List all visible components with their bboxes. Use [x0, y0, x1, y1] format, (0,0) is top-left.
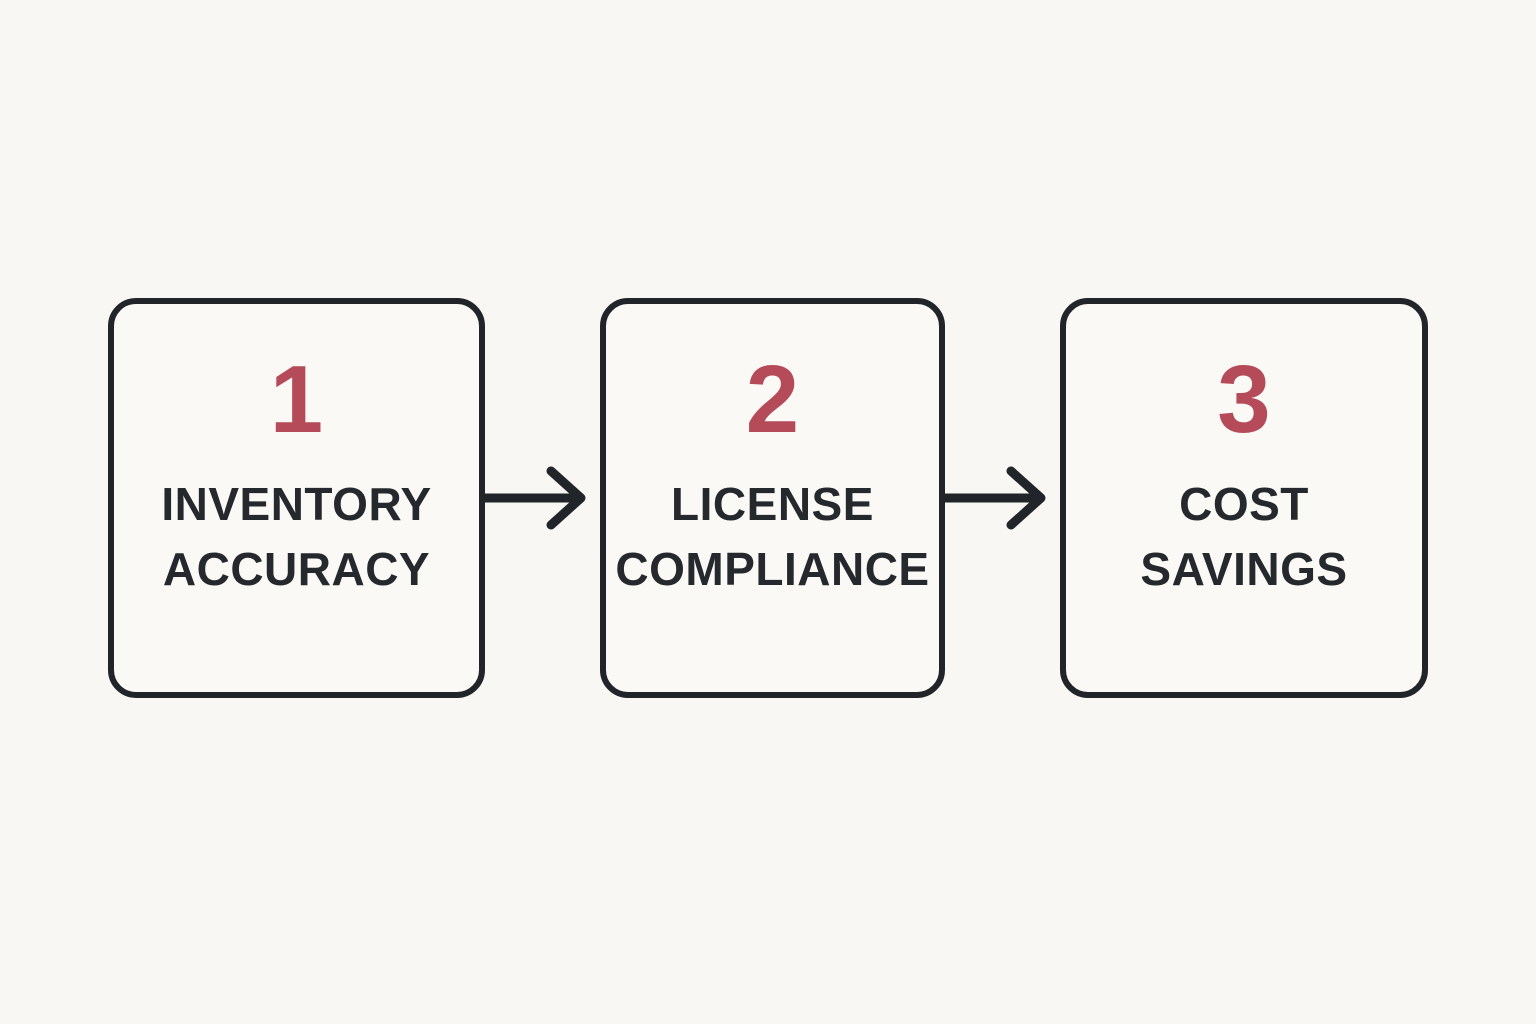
step-label: LICENSE COMPLIANCE — [615, 472, 929, 603]
step-label-line: INVENTORY — [161, 478, 432, 530]
arrow-right-icon — [945, 466, 1046, 530]
step-label: COST SAVINGS — [1140, 472, 1347, 603]
step-label-line: ACCURACY — [162, 543, 431, 596]
step-label-line: SAVINGS — [1140, 543, 1348, 596]
step-label-line: COMPLIANCE — [615, 543, 930, 596]
step-number: 2 — [745, 346, 800, 453]
step-number: 1 — [269, 346, 324, 453]
step-number: 3 — [1217, 346, 1271, 453]
step-label: INVENTORY ACCURACY — [161, 472, 431, 603]
process-flow: 1 INVENTORY ACCURACY 2 LICENSE COMPLIANC… — [0, 298, 1536, 698]
step-label-line: COST — [1179, 478, 1309, 530]
step-box-inventory-accuracy: 1 INVENTORY ACCURACY — [108, 298, 485, 698]
step-box-cost-savings: 3 COST SAVINGS — [1060, 298, 1428, 698]
step-label-line: LICENSE — [671, 478, 874, 530]
arrow-right-icon — [485, 466, 586, 530]
step-box-license-compliance: 2 LICENSE COMPLIANCE — [600, 298, 945, 698]
